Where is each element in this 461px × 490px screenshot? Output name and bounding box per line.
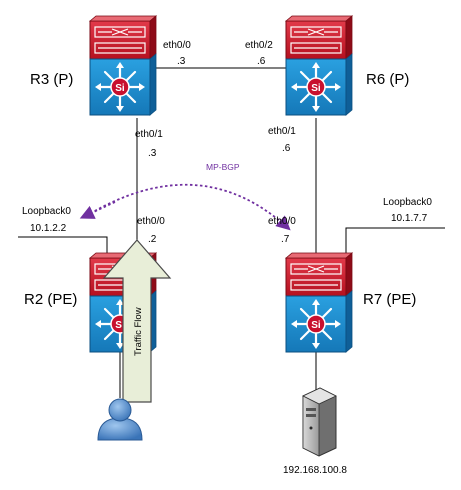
r7-eth00-ip: .7 [281, 234, 290, 245]
server-icon[interactable] [302, 387, 337, 457]
r2-name: R2 (PE) [24, 291, 77, 308]
r3-name: R3 (P) [30, 71, 73, 88]
r6-eth01-ip: .6 [282, 143, 291, 154]
mp-bgp-session-line-start [79, 201, 116, 219]
r6-name: R6 (P) [366, 71, 409, 88]
r2-loopback-ip: 10.1.2.2 [30, 223, 67, 234]
r3-eth01-ip: .3 [148, 148, 157, 159]
traffic-flow-label: Traffic Flow [133, 307, 144, 356]
r6-eth01-name: eth0/1 [268, 126, 296, 137]
server-ip-label: 192.168.100.8 [283, 465, 347, 476]
mp-bgp-session-line [85, 183, 291, 231]
r7-loopback-ip: 10.1.7.7 [391, 213, 428, 224]
r3-eth01-name: eth0/1 [135, 129, 163, 140]
r7-eth00-name: eth0/0 [268, 216, 296, 227]
r7-loopback-name: Loopback0 [383, 197, 432, 208]
r3-router-icon[interactable] [88, 14, 158, 117]
r7-router-icon[interactable] [284, 251, 354, 354]
r2-eth00-name: eth0/0 [137, 216, 165, 227]
r2-eth00-ip: .2 [148, 234, 157, 245]
r6-router-icon[interactable] [284, 14, 354, 117]
r3-eth00-name: eth0/0 [163, 40, 191, 51]
r7-name: R7 (PE) [363, 291, 416, 308]
loopback-line-r7 [345, 227, 445, 256]
loopback-line-r2 [18, 236, 108, 256]
mp-bgp-label: MP-BGP [206, 162, 240, 172]
r2-loopback-name: Loopback0 [22, 206, 71, 217]
r6-eth02-ip: .6 [257, 56, 266, 67]
r6-eth02-name: eth0/2 [245, 40, 273, 51]
user-icon[interactable] [97, 398, 143, 441]
traffic-flow-arrow: Traffic Flow [102, 239, 172, 403]
r3-eth00-ip: .3 [177, 56, 186, 67]
